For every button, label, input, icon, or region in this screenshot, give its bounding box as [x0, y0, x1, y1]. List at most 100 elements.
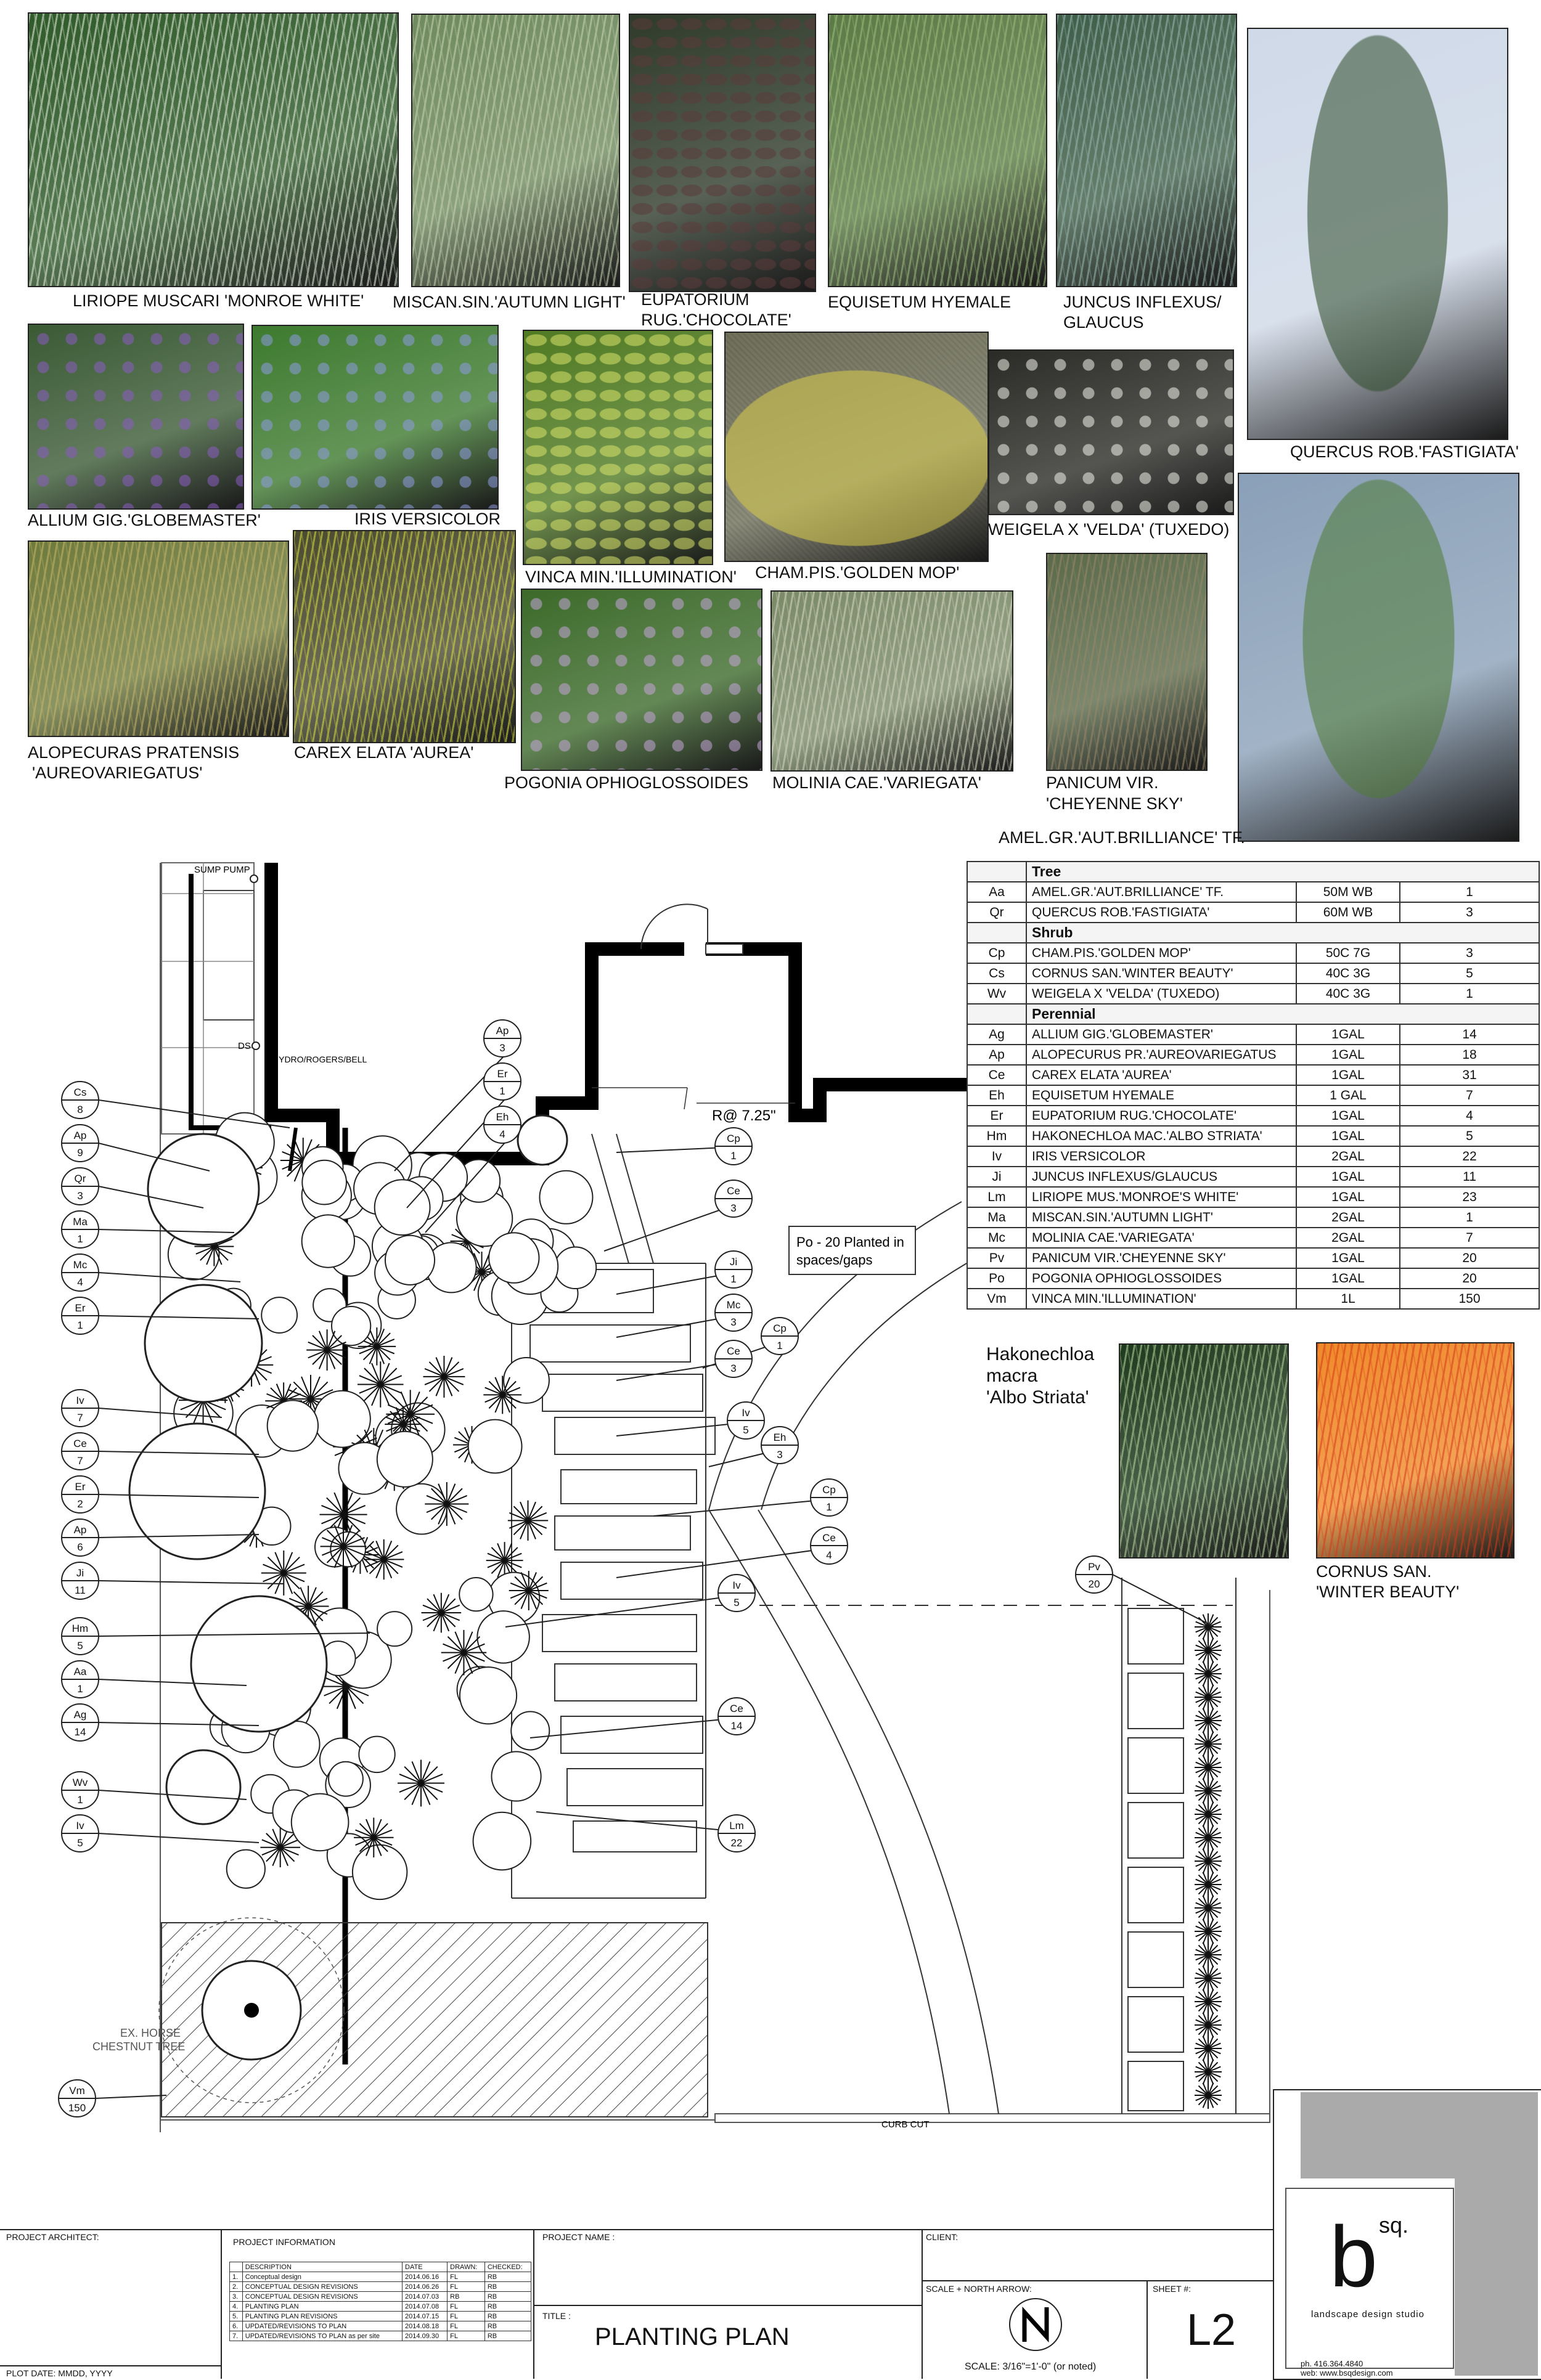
plant-tag-er: Er1 [61, 1297, 260, 1335]
revision-cell: FL [447, 2272, 485, 2282]
caption-iris: IRIS VERSICOLOR [354, 510, 501, 528]
schedule-section-header: Tree [967, 861, 1540, 882]
schedule-qty: 14 [1399, 1024, 1540, 1045]
tag-code: Iv [76, 1820, 84, 1832]
po-note-box [788, 1226, 916, 1275]
schedule-qty: 31 [1399, 1064, 1540, 1086]
schedule-name: PANICUM VIR.'CHEYENNE SKY' [1026, 1247, 1297, 1269]
grass-symbol [1195, 1684, 1222, 1711]
plant-tag-wv: Wv1 [61, 1771, 247, 1809]
caption-amelanchier: AMEL.GR.'AUT.BRILLIANCE' TF. [999, 828, 1245, 847]
revision-cell: 5. [229, 2311, 243, 2321]
grass-symbol [398, 1759, 444, 1807]
grass-symbol [1195, 1730, 1222, 1758]
tag-code: Iv [76, 1395, 84, 1406]
schedule-qty: 3 [1399, 902, 1540, 923]
revision-cell: RB [484, 2272, 532, 2282]
tag-code: Cp [822, 1484, 836, 1496]
schedule-name: IRIS VERSICOLOR [1026, 1146, 1297, 1167]
po-note-1: Po - 20 Planted in [796, 1234, 904, 1250]
plant-symbol [517, 1114, 568, 1166]
plant-symbol [539, 1170, 594, 1225]
tag-qty: 5 [743, 1424, 748, 1436]
logo-tagline: landscape design studio [1311, 2309, 1425, 2320]
grass-symbol [1195, 1660, 1222, 1687]
plant-tag-cp: Cp1 [616, 1127, 753, 1165]
caption-carex: CAREX ELATA 'AUREA' [294, 743, 474, 762]
schedule-name: ALOPECURUS PR.'AUREOVARIEGATUS [1026, 1044, 1297, 1066]
sheet-number: L2 [1187, 2305, 1236, 2355]
plant-symbol [328, 1761, 364, 1797]
grass-symbol [1195, 1918, 1222, 1945]
tag-qty: 6 [77, 1541, 83, 1553]
rev-header: DRAWN: [447, 2262, 485, 2272]
rev-header [229, 2262, 243, 2272]
tag-code: Ag [74, 1709, 87, 1721]
schedule-code: Qr [967, 902, 1027, 923]
plant-tag-aa: Aa1 [61, 1660, 247, 1698]
logo-sq: sq. [1379, 2212, 1409, 2238]
photo-amelanchier [1238, 473, 1519, 842]
plant-tag-ji: Ji1 [616, 1250, 753, 1295]
tag-qty: 4 [499, 1128, 505, 1140]
tag-code: Er [497, 1068, 508, 1080]
tag-qty: 5 [77, 1640, 83, 1652]
tag-qty: 3 [730, 1316, 736, 1328]
plant-tag-ap: Ap3 [394, 1019, 521, 1172]
web: web: www.bsqdesign.com [1301, 2368, 1393, 2378]
schedule-size: 1GAL [1296, 1166, 1400, 1188]
plant-symbol [467, 1419, 523, 1474]
caption-alopecurus-2: 'AUREOVARIEGATUS' [32, 764, 203, 782]
plant-symbol [301, 1159, 347, 1205]
tag-qty: 1 [730, 1273, 736, 1285]
grass-symbol [261, 1550, 306, 1596]
revision-cell: UPDATED/REVISIONS TO PLAN as per site [242, 2331, 403, 2341]
schedule-code: Vm [967, 1288, 1027, 1310]
schedule-size: 1GAL [1296, 1024, 1400, 1045]
grass-symbol [358, 1327, 396, 1366]
plant-tag-ce: Ce4 [616, 1526, 848, 1578]
curb-cut-label: CURB CUT [881, 2119, 930, 2130]
project-architect-label: PROJECT ARCHITECT: [6, 2232, 99, 2242]
caption-molinia: MOLINIA CAE.'VARIEGATA' [772, 773, 981, 792]
grass-symbol [1195, 1754, 1222, 1781]
photo-eupatorium [629, 14, 816, 292]
revision-cell: PLANTING PLAN REVISIONS [242, 2311, 403, 2321]
plant-tag-ce: Ce3 [603, 1180, 753, 1252]
grass-symbol [1195, 2035, 1222, 2062]
schedule-qty: 20 [1399, 1247, 1540, 1269]
caption-hakonechloa-3: 'Albo Striata' [986, 1387, 1089, 1408]
tag-qty: 2 [77, 1498, 83, 1510]
photo-equisetum [828, 14, 1047, 287]
sump-pump-label: SUMP PUMP [194, 865, 250, 875]
schedule-name: QUERCUS ROB.'FASTIGIATA' [1026, 902, 1297, 923]
tag-code: Aa [74, 1666, 87, 1677]
plant-symbol [459, 1576, 494, 1612]
revision-cell: 2014.09.30 [402, 2331, 448, 2341]
tag-qty: 1 [826, 1501, 832, 1513]
tag-qty: 22 [731, 1837, 743, 1849]
grass-symbol [354, 1817, 394, 1857]
tag-qty: 1 [77, 1233, 83, 1245]
tag-code: Ce [727, 1185, 740, 1197]
caption-juncus-2: GLAUCUS [1063, 313, 1144, 332]
revision-cell: FL [447, 2301, 485, 2312]
revision-cell: RB [484, 2321, 532, 2331]
schedule-qty: 20 [1399, 1268, 1540, 1289]
grass-symbol [1195, 1777, 1222, 1804]
plant-tag-er: Er 1 [406, 1062, 521, 1208]
tag-qty: 1 [499, 1085, 505, 1097]
photo-chamaecyparis [724, 332, 989, 562]
grass-symbol [260, 1827, 301, 1868]
revision-cell: 3. [229, 2291, 243, 2302]
schedule-name: CHAM.PIS.'GOLDEN MOP' [1026, 942, 1297, 964]
rev-header: DESCRIPTION [242, 2262, 403, 2272]
tag-code: Ce [73, 1438, 87, 1449]
revision-cell: 2014.07.15 [402, 2311, 448, 2321]
